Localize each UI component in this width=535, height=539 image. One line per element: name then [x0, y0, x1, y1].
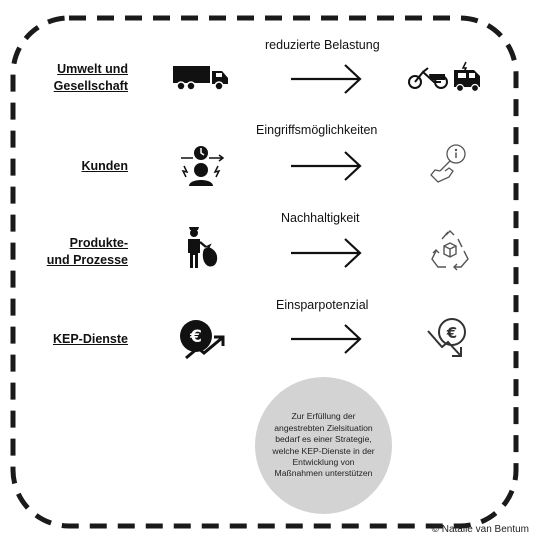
stressed-customer-icon [181, 146, 225, 186]
row-label-kep-dienste: KEP-Dienste [52, 332, 128, 346]
person-with-waste-bag-icon [188, 227, 218, 268]
copyright-notice: © Natalie van Bentum [431, 524, 529, 535]
arrow-right-icon [291, 151, 362, 181]
row-label-kunden: Kunden [81, 159, 128, 173]
euro-rising-icon: € [180, 320, 225, 360]
truck-icon [173, 66, 228, 91]
recycle-box-icon [431, 230, 469, 271]
row-caption-eingriffsmoeglichkeiten: Eingriffsmöglichkeiten [256, 123, 378, 137]
arrow-right-icon [291, 238, 362, 268]
row-caption-nachhaltigkeit: Nachhaltigkeit [281, 211, 360, 225]
euro-falling-icon: € [427, 318, 466, 357]
row-caption-einsparpotenzial: Einsparpotenzial [276, 298, 369, 312]
row-caption-reduzierte-belastung: reduzierte Belastung [265, 38, 380, 52]
cargo-bike-and-ev-van-icon [408, 61, 480, 93]
strategy-note-bubble: Zur Erfüllung der angestrebten Zielsitua… [255, 377, 392, 514]
svg-text:€: € [189, 327, 202, 347]
hand-info-touch-icon [430, 144, 466, 183]
row-label-umwelt: Umwelt und Gesellschaft [53, 62, 128, 93]
arrow-right-icon [291, 324, 362, 354]
row-label-produkte-prozesse: Produkte- und Prozesse [46, 236, 128, 267]
strategy-note-text: Zur Erfüllung der angestrebten Zielsitua… [272, 411, 375, 479]
arrow-right-icon [291, 64, 362, 94]
svg-text:€: € [446, 324, 457, 342]
